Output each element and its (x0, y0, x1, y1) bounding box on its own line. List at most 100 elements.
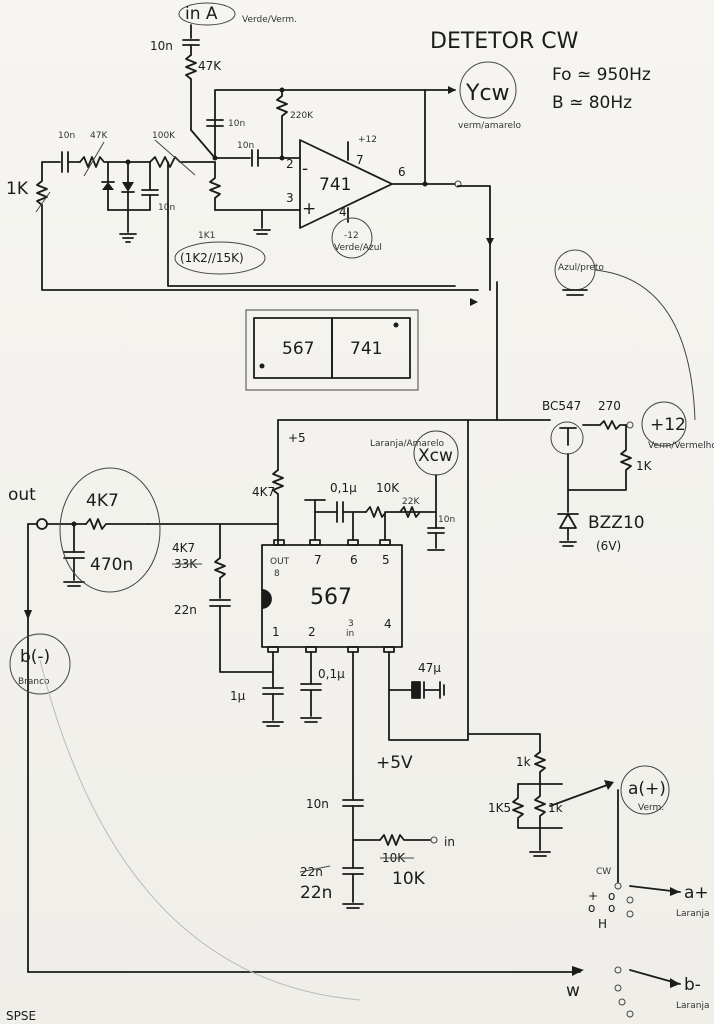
plus5-bottom-label: +5V (376, 753, 413, 773)
switch-h-label: H (598, 917, 607, 931)
out-node: out (8, 485, 36, 505)
b-minus-note: Branco (18, 677, 50, 687)
a-plus-short-note: Laranja (676, 909, 709, 919)
cap-10n-a-label: 10n (228, 119, 245, 129)
plus12-label: +12 (650, 415, 686, 435)
res-270: 270 (598, 399, 627, 430)
cap-10n-input-label: 10n (58, 131, 75, 141)
res-1k-input-label: 1K (6, 179, 29, 199)
minus12-node: -12 Verde/Azul (331, 217, 382, 259)
res-4k7-sel-label: 4K7 (172, 541, 195, 555)
opamp-741-label: 741 (319, 175, 351, 195)
zener-label: BZZ10 (588, 513, 645, 533)
pin7-number: 7 (314, 553, 322, 567)
zener-bzz10: BZZ10 (6V) (557, 513, 645, 553)
footer-mark: SPSE (6, 1009, 36, 1023)
mode-switch: CW + o o o H a+ Laranja (588, 867, 709, 931)
a-plus-label: a(+) (628, 779, 666, 799)
res-270-label: 270 (598, 399, 621, 413)
res-4k7-out-label: 4K7 (86, 491, 119, 511)
res-10k-in: 10K 10K (379, 834, 431, 889)
switch-w-label: w (566, 981, 580, 1001)
cap-470n-label: 470n (90, 555, 133, 575)
res-4k7-out: 4K7 (85, 491, 149, 530)
pot-1k: 1k (534, 783, 563, 851)
res-1k1: 1K1 (1K2//15K) (180, 161, 301, 265)
cap-10n-top-label: 10n (150, 39, 173, 53)
zener-v-label: (6V) (596, 539, 621, 553)
res-10k-a-label: 10K (376, 481, 400, 495)
res-1k-a-label: 1k (516, 755, 531, 769)
pot-47k: 47K (79, 131, 129, 177)
switch-mark-a: + (588, 889, 598, 903)
opamp-741: 741 - + 2 3 7 4 6 (286, 139, 406, 229)
ycw-label: Ycw (465, 81, 510, 106)
opamp-vplus-label: +12 (358, 135, 377, 145)
b-minus-label: b(-) (20, 647, 50, 667)
opamp-pin-2: 2 (286, 157, 294, 171)
xcw-label: Xcw (418, 446, 453, 466)
cap-22n-x-label: 22n (300, 865, 323, 879)
cap-22n-label: 22n (174, 603, 197, 617)
cap-01u-b-label: 0,1µ (318, 667, 345, 681)
cap-01u-a-label: 0,1µ (330, 481, 357, 495)
minus12-note: Verde/Azul (334, 243, 382, 253)
pin2-number: 2 (308, 625, 316, 639)
b-minus-short-note: Laranja (676, 1001, 709, 1011)
plus5-top-label: +5 (288, 431, 306, 445)
pin3-name: in (346, 629, 354, 639)
cap-01u-b: 0,1µ (300, 667, 345, 723)
opamp-pin-7: 7 (356, 153, 364, 167)
switch-mark-d: o (608, 901, 615, 915)
res-4k7-sel: 4K7 33K (172, 541, 226, 599)
cap-10n-c: 10n (141, 161, 175, 213)
pin1-number: 1 (272, 625, 280, 639)
opamp-pin-4: 4 (339, 205, 347, 219)
b-minus-short-label: b- (684, 975, 701, 995)
cap-10n-d: 10n (427, 511, 455, 551)
a-plus-node: a(+) Verm. (620, 765, 670, 815)
cap-1u-label: 1µ (230, 689, 246, 703)
res-1k5: 1K5 (488, 783, 563, 829)
switch-mark-c: o (608, 889, 615, 903)
res-4k7-p8-label: 4K7 (252, 485, 275, 499)
a-plus-note: Verm. (638, 803, 664, 813)
switch-cw-label: CW (596, 867, 611, 877)
cap-10n-b-label: 10n (237, 141, 254, 151)
in-a-label: in A (185, 4, 218, 24)
in-a-note: Verde/Verm. (242, 15, 297, 25)
param-b: B ≃ 80Hz (552, 93, 632, 113)
ground-symbol (119, 233, 137, 243)
cap-22n: 22n (174, 599, 231, 617)
in-a-node: in A Verde/Verm. (178, 2, 297, 26)
pin4-number: 4 (384, 617, 392, 631)
opamp-pin-6: 6 (398, 165, 406, 179)
in-label: in (444, 835, 455, 849)
res-1k5-label: 1K5 (488, 801, 511, 815)
res-220k: 220K (276, 89, 314, 159)
pin3-number: 3 (348, 619, 354, 629)
res-1k-q-label: 1K (636, 459, 653, 473)
pin8-number: 8 (274, 569, 280, 579)
cap-10n-c-label: 10n (158, 203, 175, 213)
pin6-number: 6 (350, 553, 358, 567)
cap-22n-b: 22n 22n (299, 865, 364, 909)
cap-10n-b: 10n (237, 141, 259, 167)
xcw-node: Xcw Laranja/Amarelo (370, 430, 459, 476)
res-100k: 100K (149, 131, 216, 176)
cap-470n: 470n (63, 523, 133, 587)
cap-22n-b-label: 22n (300, 883, 332, 903)
cap-01u-a: 0,1µ (330, 481, 357, 523)
res-47k-label: 47K (198, 59, 222, 73)
res-22k-label: 22K (402, 497, 420, 507)
cap-1u: 1µ (230, 687, 284, 727)
res-47k: 47K (185, 54, 222, 80)
switch-mark-b: o (588, 901, 595, 915)
pin5-number: 5 (382, 553, 390, 567)
ic-box-567: 567 (282, 339, 314, 359)
plus12-note: Verm/Vermelho (648, 441, 714, 451)
ic-box-741: 741 (350, 339, 382, 359)
res-4k7-p8: 4K7 (252, 469, 284, 546)
mode-switch-b: w b- Laranja (566, 966, 709, 1018)
